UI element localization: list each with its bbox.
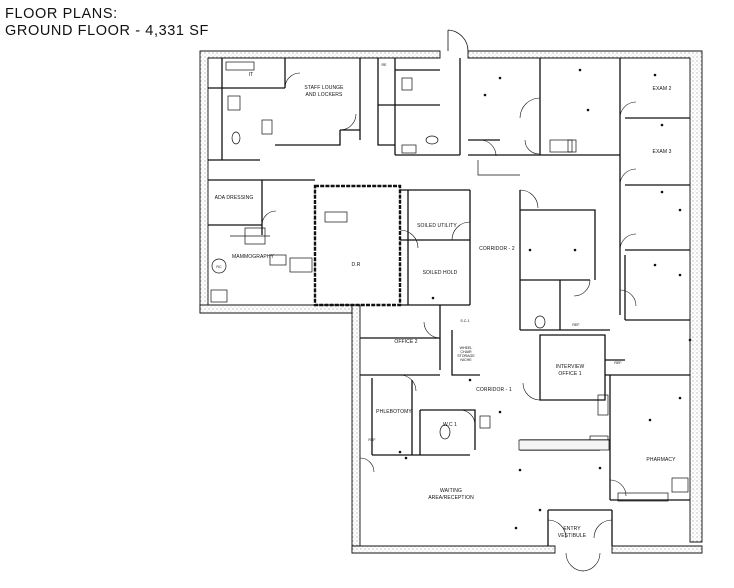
label-waiting-2: AREA/RECEPTION	[428, 495, 474, 501]
exterior-wall	[199, 50, 703, 554]
label-re: RE	[382, 63, 388, 67]
fixtures	[210, 61, 689, 502]
label-rc: RC	[216, 265, 222, 269]
label-staff-lounge-1: STAFF LOUNGE	[304, 85, 344, 91]
label-interview-2: OFFICE 1	[558, 371, 581, 377]
label-office-2: OFFICE 2	[394, 339, 417, 345]
label-ada-dressing: ADA DRESSING	[215, 195, 254, 201]
interior-walls	[208, 58, 690, 546]
label-mammography: MAMMOGRAPHY	[232, 254, 274, 260]
label-wheelchair-4: NICHE	[460, 358, 472, 362]
label-staff-lounge-2: AND LOCKERS	[306, 92, 344, 98]
label-ref-1: REF	[572, 323, 580, 327]
label-pharmacy: PHARMACY	[646, 457, 676, 463]
door-swings	[261, 72, 637, 572]
label-soiled-hold: SOILED HOLD	[423, 270, 458, 276]
label-waiting-1: WAITING	[440, 488, 462, 494]
plan-title: FLOOR PLANS: GROUND FLOOR - 4,331 SF	[5, 6, 209, 40]
label-phlebotomy: PHLEBOTOMY	[376, 409, 412, 415]
label-corridor-2: CORRIDOR - 2	[479, 246, 515, 252]
label-wheelchair-3: STORAGE	[457, 354, 475, 358]
label-wc-1: W.C 1	[443, 422, 457, 428]
label-entry-2: VESTIBULE	[558, 533, 587, 539]
label-sc-1: S.C-1	[460, 319, 469, 323]
label-wheelchair-1: WHEEL	[460, 346, 473, 350]
label-entry-1: ENTRY	[563, 526, 581, 532]
label-exam-2: EXAM 2	[653, 86, 672, 92]
label-wheelchair-2: CHAIR	[460, 350, 472, 354]
label-ref-3: REF	[368, 438, 376, 442]
label-exam-3: EXAM 3	[653, 149, 672, 155]
label-soiled-utility: SOILED UTILITY	[417, 223, 457, 229]
main-top-door	[447, 29, 469, 52]
title-line-1: FLOOR PLANS:	[5, 6, 118, 22]
label-corridor-1: CORRIDOR - 1	[476, 387, 512, 393]
label-dr: D.R	[352, 262, 361, 268]
label-ref-2: REF	[614, 361, 622, 365]
fixture-dots	[398, 68, 692, 530]
label-interview-1: INTERVIEW	[556, 364, 585, 370]
room-labels: IT STAFF LOUNGE AND LOCKERS RE EXAM 2 EX…	[215, 63, 676, 539]
title-line-2: GROUND FLOOR - 4,331 SF	[5, 23, 209, 39]
label-it: IT	[249, 72, 254, 78]
